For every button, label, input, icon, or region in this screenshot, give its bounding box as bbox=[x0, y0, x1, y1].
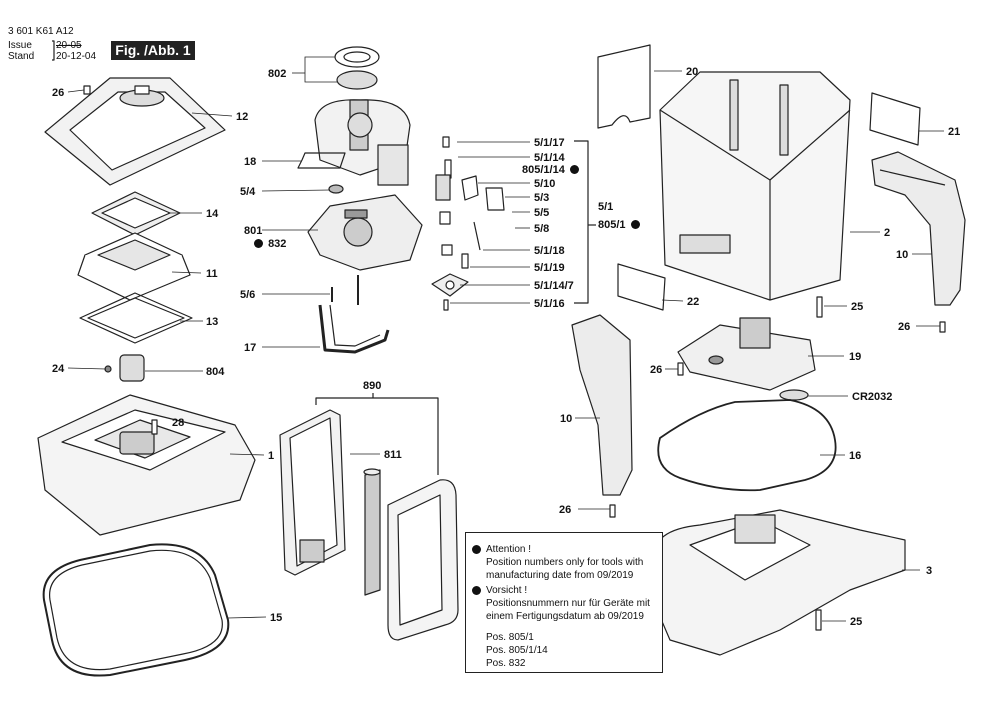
label-5-1-17: 5/1/17 bbox=[534, 137, 565, 149]
label-832: 832 bbox=[252, 238, 286, 250]
handle-left-part bbox=[571, 314, 633, 496]
housing-part bbox=[37, 394, 256, 536]
label-28: 28 bbox=[172, 417, 185, 429]
marker-dot bbox=[254, 239, 263, 248]
rotor-assembly-part bbox=[314, 99, 411, 186]
attention-block: Attention ! Position numbers only for to… bbox=[466, 543, 662, 582]
gasket-13-part bbox=[79, 292, 193, 344]
label-10-left: 10 bbox=[560, 413, 573, 425]
label-5-6: 5/6 bbox=[240, 289, 256, 301]
board-19-part bbox=[677, 317, 816, 391]
label-3: 3 bbox=[926, 565, 933, 577]
vorsicht-block: Vorsicht ! Positionsnummern nur für Gerä… bbox=[466, 584, 662, 623]
issue-value: 20-05 bbox=[56, 40, 82, 51]
label-1: 1 bbox=[268, 450, 275, 462]
label-801: 801 bbox=[244, 225, 263, 237]
marker-dot bbox=[569, 165, 579, 174]
gasket-16-part bbox=[657, 399, 837, 492]
marker-dot bbox=[630, 220, 640, 229]
main-housing-part bbox=[659, 71, 851, 301]
stand-value: 20-12-04 bbox=[56, 51, 97, 62]
label-17: 17 bbox=[244, 342, 257, 354]
label-25-top: 25 bbox=[851, 301, 864, 313]
sheet-20-part bbox=[597, 44, 651, 129]
base-part bbox=[653, 509, 906, 656]
label-18: 18 bbox=[244, 156, 257, 168]
label-12: 12 bbox=[236, 111, 249, 123]
label-5-3: 5/3 bbox=[534, 192, 550, 204]
vorsicht-text-1: Positionsnummern nur für Geräte mit bbox=[486, 598, 650, 609]
label-804: 804 bbox=[206, 366, 225, 378]
position-list: Pos. 805/1 Pos. 805/1/14 Pos. 832 bbox=[466, 631, 662, 670]
attention-text-1: Position numbers only for tools with bbox=[486, 557, 644, 568]
label-5-4: 5/4 bbox=[240, 186, 256, 198]
attention-text-2: manufacturing date from 09/2019 bbox=[486, 570, 634, 581]
label-19: 19 bbox=[849, 351, 862, 363]
stand-label: Stand bbox=[8, 51, 35, 62]
pcb-801-part bbox=[307, 194, 423, 271]
sheet-22-part bbox=[617, 263, 666, 311]
label-5-10: 5/10 bbox=[534, 178, 556, 190]
label-5-5: 5/5 bbox=[534, 207, 550, 219]
coin-cell-part bbox=[779, 389, 809, 401]
label-25-bottom: 25 bbox=[850, 616, 863, 628]
label-802: 802 bbox=[268, 68, 287, 80]
lever-mechanism-part bbox=[431, 136, 505, 311]
label-26-bottom: 26 bbox=[559, 504, 572, 516]
bullet-dot bbox=[472, 586, 481, 595]
label-890: 890 bbox=[363, 380, 382, 392]
top-cover-part bbox=[44, 77, 226, 186]
label-24: 24 bbox=[52, 363, 65, 375]
switch-part bbox=[119, 354, 145, 382]
label-22: 22 bbox=[687, 296, 700, 308]
figure-label: Fig. /Abb. 1 bbox=[111, 41, 195, 60]
bullet-dot bbox=[472, 545, 481, 554]
notice-box: Attention ! Position numbers only for to… bbox=[465, 532, 663, 673]
label-5-1-14-7: 5/1/14/7 bbox=[534, 280, 574, 292]
label-10-right: 10 bbox=[896, 249, 909, 261]
label-11: 11 bbox=[206, 268, 218, 280]
label-13: 13 bbox=[206, 316, 219, 328]
label-cr2032: CR2032 bbox=[852, 391, 893, 403]
window-block-part bbox=[77, 232, 191, 301]
clip-part bbox=[297, 152, 346, 169]
label-811: 811 bbox=[384, 449, 402, 461]
vorsicht-title: Vorsicht ! bbox=[486, 585, 528, 596]
label-26-mid: 26 bbox=[650, 364, 663, 376]
pos-832: Pos. 832 bbox=[486, 658, 526, 669]
vorsicht-text-2: einem Fertigungsdatum ab 09/2019 bbox=[486, 611, 644, 622]
label-16: 16 bbox=[849, 450, 862, 462]
battery-cell-part bbox=[364, 469, 381, 596]
label-2: 2 bbox=[884, 227, 891, 239]
handle-right-part bbox=[871, 151, 966, 306]
battery-compartment-part bbox=[279, 409, 346, 576]
part-number: 3 601 K61 A12 bbox=[8, 26, 74, 37]
issue-label: Issue bbox=[8, 40, 32, 51]
attention-title: Attention ! bbox=[486, 544, 532, 555]
label-805-1-text: 805/1 bbox=[598, 219, 626, 231]
label-21: 21 bbox=[948, 126, 961, 138]
label-14: 14 bbox=[206, 208, 219, 220]
label-5-1-16: 5/1/16 bbox=[534, 298, 565, 310]
label-805-1-14-text: 805/1/14 bbox=[522, 164, 565, 176]
label-5-8: 5/8 bbox=[534, 223, 550, 235]
pos-805-1-14: Pos. 805/1/14 bbox=[486, 645, 548, 656]
label-805-1: 805/1 bbox=[598, 219, 642, 231]
label-26-right: 26 bbox=[898, 321, 911, 333]
ribbon-cable-part bbox=[318, 304, 390, 354]
sheet-21-part bbox=[869, 92, 921, 146]
label-832-text: 832 bbox=[268, 238, 287, 250]
label-26-top: 26 bbox=[52, 87, 65, 99]
label-5-1-18: 5/1/18 bbox=[534, 245, 565, 257]
label-20: 20 bbox=[686, 66, 699, 78]
label-5-1-19: 5/1/19 bbox=[534, 262, 565, 274]
label-15: 15 bbox=[270, 612, 283, 624]
label-5-1-14: 5/1/14 bbox=[534, 152, 565, 164]
gasket-15-part bbox=[42, 543, 230, 677]
label-5-1: 5/1 bbox=[598, 201, 614, 213]
label-805-1-14: 805/1/14 bbox=[522, 164, 581, 176]
pos-805-1: Pos. 805/1 bbox=[486, 632, 534, 643]
